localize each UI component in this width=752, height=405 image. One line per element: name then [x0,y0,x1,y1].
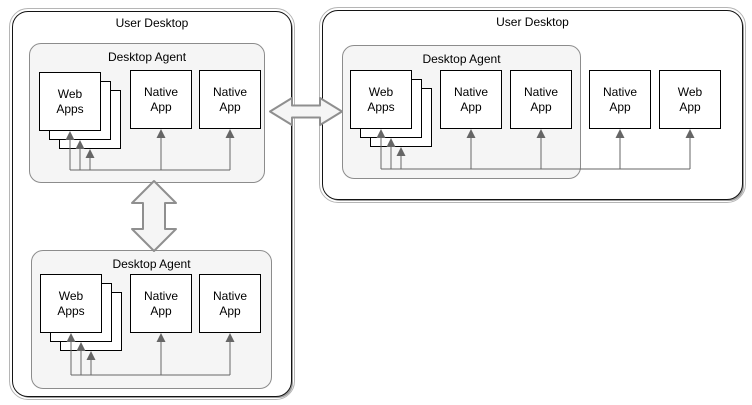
web-apps-stack: Web Apps [39,72,101,131]
web-apps-stack: Web Apps [350,70,412,129]
native-app-box: Native App [130,274,192,333]
web-app-box-standalone: Web App [659,70,721,129]
web-apps-stack: Web Apps [40,274,102,333]
native-app-box-standalone: Native App [589,70,651,129]
native-app-box: Native App [199,70,261,129]
native-app-box: Native App [130,70,192,129]
native-app-box: Native App [440,70,502,129]
desktop-agent-left-top-title: Desktop Agent [107,50,187,64]
desktop-agent-left-bottom-title: Desktop Agent [112,257,191,271]
desktop-agent-right-title: Desktop Agent [422,52,501,66]
native-app-box: Native App [510,70,572,129]
user-desktop-right-title: User Desktop [496,15,569,29]
user-desktop-left-title: User Desktop [115,16,189,30]
native-app-box: Native App [199,274,261,333]
